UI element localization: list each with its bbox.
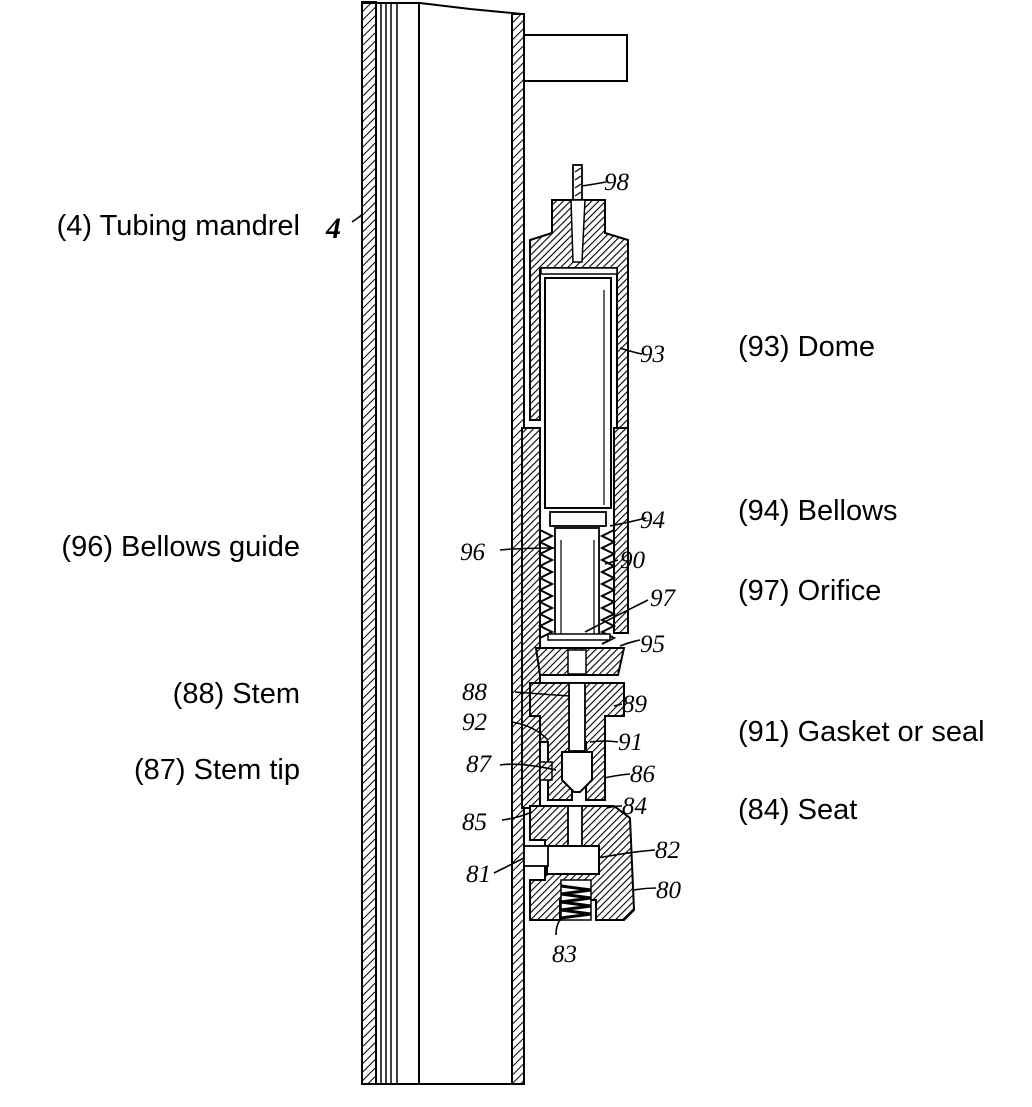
bellows-base bbox=[534, 647, 626, 676]
callout-seat: (84) Seat bbox=[738, 794, 858, 826]
bellows bbox=[537, 511, 617, 645]
ref-93: 93 bbox=[640, 341, 665, 368]
callout-orifice: (97) Orifice bbox=[738, 575, 882, 607]
seat-body bbox=[523, 805, 636, 921]
ref-82: 82 bbox=[655, 837, 680, 864]
ref-86: 86 bbox=[630, 761, 656, 788]
ref-83: 83 bbox=[552, 941, 577, 968]
ref-90: 90 bbox=[620, 547, 646, 574]
ref-97: 97 bbox=[650, 585, 677, 612]
ref-95: 95 bbox=[640, 631, 665, 658]
callout-gasket: (91) Gasket or seal bbox=[738, 716, 985, 748]
ref-92: 92 bbox=[462, 709, 487, 736]
dome bbox=[529, 199, 629, 509]
callout-stem: (88) Stem bbox=[172, 678, 300, 710]
callout-tubing-mandrel: (4) Tubing mandrel bbox=[56, 210, 300, 242]
tubing-mandrel bbox=[361, 1, 525, 1085]
callout-dome: (93) Dome bbox=[738, 331, 875, 363]
ref-85: 85 bbox=[462, 809, 487, 836]
callout-stem-tip: (87) Stem tip bbox=[134, 754, 300, 786]
ref-91: 91 bbox=[618, 729, 643, 756]
ref-84: 84 bbox=[622, 793, 647, 820]
pocket-stub bbox=[523, 34, 628, 82]
ref-88: 88 bbox=[462, 679, 488, 706]
callout-bellows-guide: (96) Bellows guide bbox=[61, 531, 300, 563]
leader-lines bbox=[351, 181, 657, 936]
ref-89: 89 bbox=[622, 691, 648, 718]
ref-98: 98 bbox=[604, 169, 630, 196]
ref-80: 80 bbox=[656, 877, 682, 904]
ref-94: 94 bbox=[640, 507, 665, 534]
callout-bellows: (94) Bellows bbox=[738, 495, 898, 527]
reference-numbers: 4 98 93 94 96 90 97 95 88 89 92 91 87 86… bbox=[325, 169, 682, 968]
check-spring bbox=[560, 879, 592, 921]
ref-81: 81 bbox=[466, 861, 491, 888]
ref-4: 4 bbox=[325, 212, 341, 245]
stem-tip bbox=[539, 751, 593, 793]
ref-96: 96 bbox=[460, 539, 486, 566]
stem-housing bbox=[529, 682, 625, 801]
ref-87: 87 bbox=[466, 751, 493, 778]
